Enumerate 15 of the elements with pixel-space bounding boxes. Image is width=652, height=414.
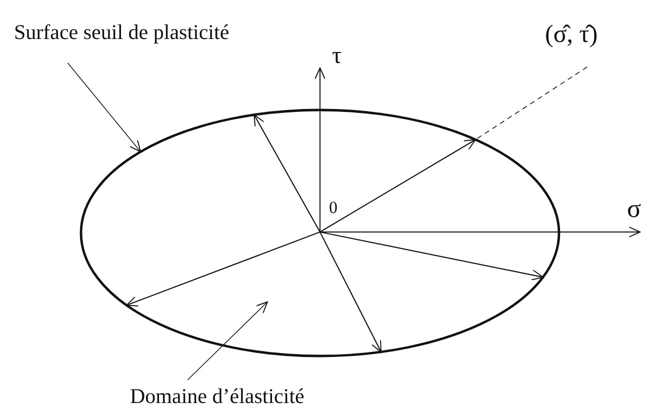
leader-line: [67, 62, 142, 152]
stress-vector-arrow: [126, 231, 320, 307]
yield-surface-ellipse: [80, 108, 560, 358]
stress-vector-arrow: [254, 114, 320, 232]
dashed-leader-line: [475, 66, 588, 140]
axis-label: τ: [332, 44, 342, 68]
stress-vector-arrow: [320, 232, 382, 352]
stress-vector-arrow: [320, 139, 476, 232]
origin-label: 0: [329, 199, 338, 216]
axis-label: σ: [627, 196, 642, 222]
annotation-label: (σ̂, τ̂): [545, 22, 598, 47]
annotation-label: Domaine d’élasticité: [130, 386, 304, 407]
stress-vector-arrow: [320, 231, 544, 280]
annotation-label: Surface seuil de plasticité: [14, 22, 230, 43]
leader-line: [187, 301, 268, 380]
